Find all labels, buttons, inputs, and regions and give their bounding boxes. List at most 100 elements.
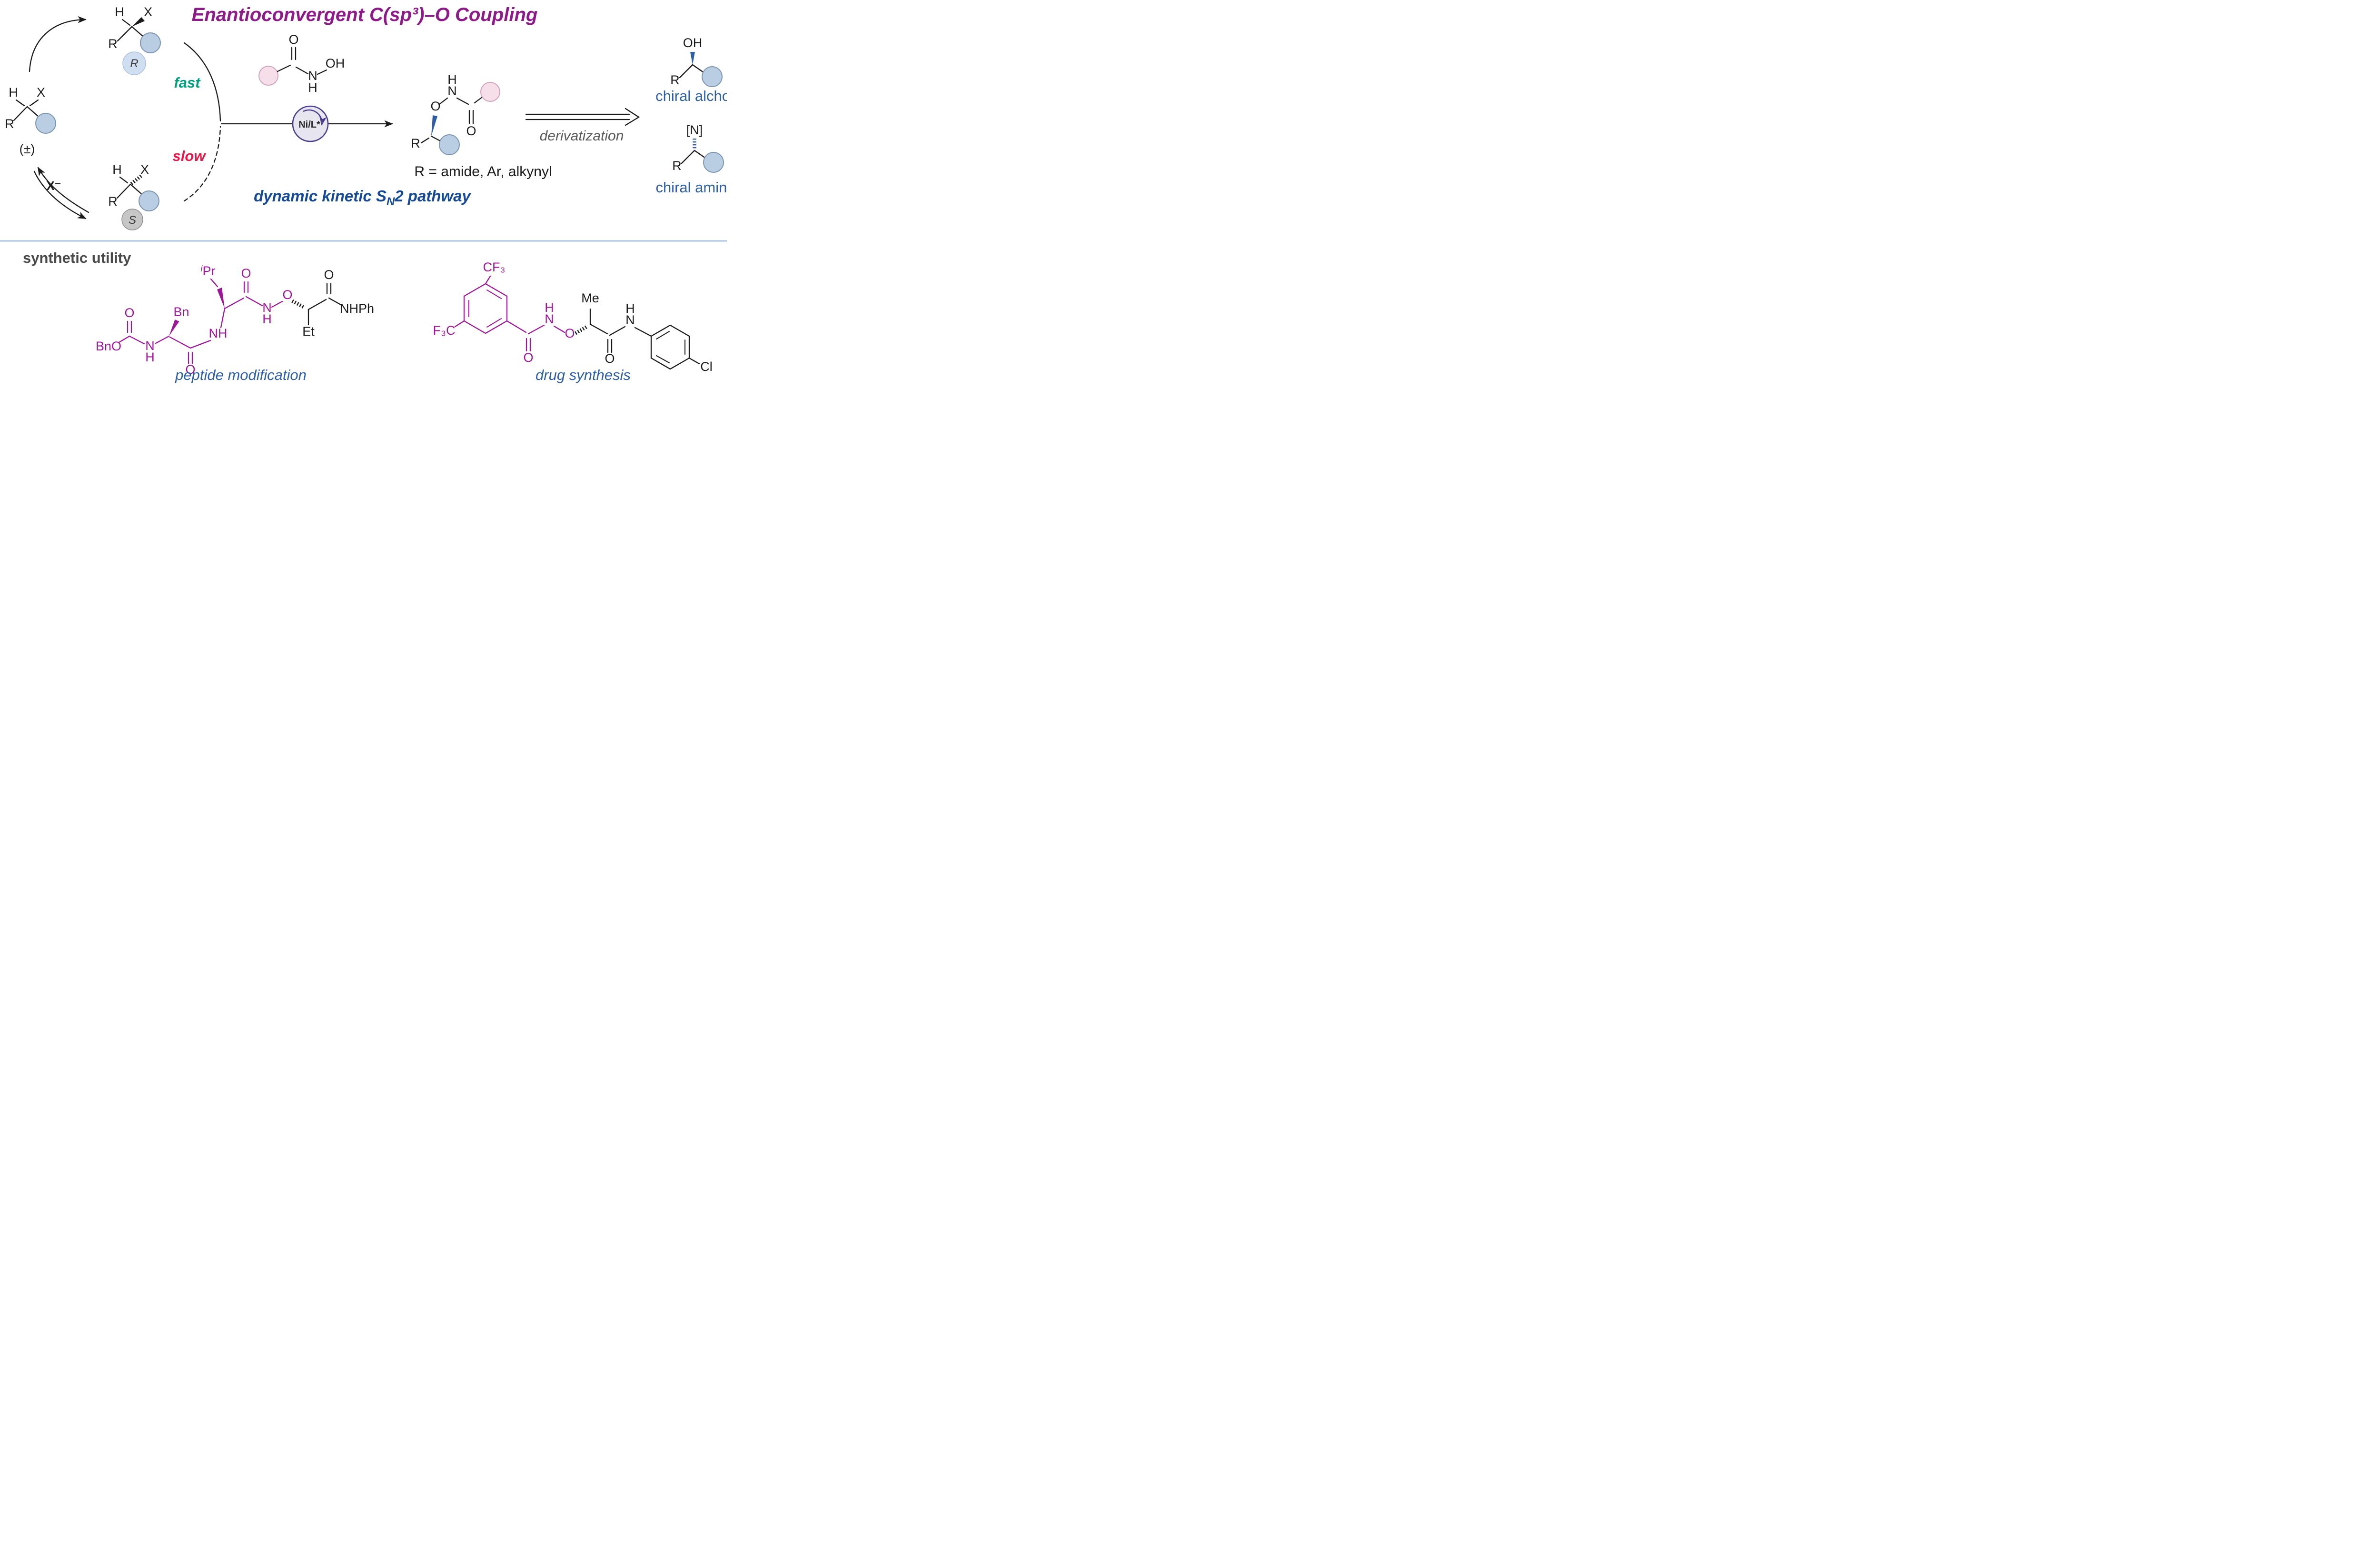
chiral-amine-structure: [N] R chiral amine xyxy=(655,123,727,196)
coupling-product-structure: R O N H O xyxy=(411,72,500,155)
synthetic-utility-section: synthetic utility iPr xyxy=(23,250,713,383)
racemic-substrate-bonds xyxy=(13,99,40,121)
pathway-pre: dynamic kinetic S xyxy=(254,187,387,205)
atom-label-o: O xyxy=(430,99,440,113)
substituent-circle xyxy=(439,134,460,155)
atom-label-n: N xyxy=(447,84,457,98)
drug-bonds-black xyxy=(589,308,700,365)
fast-path-curve xyxy=(183,42,221,122)
enantiomer-r-structure: H X R R xyxy=(108,5,161,75)
atom-label-o: O xyxy=(282,288,292,302)
atom-label-o: O xyxy=(288,32,298,47)
r-scope-text: R = amide, Ar, alkynyl xyxy=(414,164,552,180)
scheme-title: Enantioconvergent C(sp³)–O Coupling xyxy=(192,4,538,25)
r-config-badge xyxy=(122,51,146,75)
atom-label-o: O xyxy=(185,362,195,377)
acyl-circle xyxy=(480,82,500,102)
substituent-circle xyxy=(702,66,723,87)
pathway-post: 2 pathway xyxy=(394,187,471,205)
atom-label-o: O xyxy=(124,306,134,320)
equilibrium-arrow-up xyxy=(37,167,89,213)
equilibrium-arrow-down xyxy=(33,170,87,220)
scheme-svg: H X R R H X R (±) xyxy=(0,4,727,383)
atom-label-r: R xyxy=(411,136,420,150)
substituent-circle xyxy=(703,152,724,173)
atom-label-n: N xyxy=(545,312,554,326)
atom-label-o: O xyxy=(241,266,251,280)
atom-label-h: H xyxy=(447,72,457,87)
derivatization-arrow xyxy=(525,108,640,126)
atom-label-o: O xyxy=(466,124,476,138)
atom-label-oh: OH xyxy=(326,56,345,70)
atom-label-et: Et xyxy=(302,324,315,339)
derivatization-label: derivatization xyxy=(540,128,624,144)
hydroxamic-acid-reagent: O N H OH xyxy=(258,32,345,95)
r-config-label: R xyxy=(130,57,138,70)
synthetic-utility-heading: synthetic utility xyxy=(23,250,131,266)
hash-bond-x xyxy=(130,174,143,185)
atom-label-x: X xyxy=(140,162,149,177)
atom-label-h: H xyxy=(545,300,554,315)
atom-label-h: H xyxy=(262,312,272,326)
substituent-circle xyxy=(140,32,161,53)
atom-label-h: H xyxy=(625,301,635,316)
stereo-hash-o xyxy=(291,299,306,309)
derivatization-arrowhead xyxy=(625,108,640,126)
atom-label-h: H xyxy=(9,85,18,100)
stereo-wedge-oh xyxy=(690,52,695,65)
chiral-amine-label: chiral amine xyxy=(655,179,727,196)
main-reaction: Enantioconvergent C(sp³)–O Coupling O N … xyxy=(192,4,727,208)
enantiomer-s-bonds xyxy=(116,174,143,199)
atom-label-h: H xyxy=(112,162,122,177)
atom-label-n: N xyxy=(262,300,272,315)
atom-label-n: N xyxy=(145,339,155,353)
peptide-bonds-magenta xyxy=(118,278,283,364)
atom-label-h: H xyxy=(115,5,124,19)
acyl-circle xyxy=(258,66,278,86)
atom-label-r: R xyxy=(672,159,682,173)
atom-label-r: R xyxy=(670,73,680,87)
atom-label-oh: OH xyxy=(683,36,703,50)
atom-label-o: O xyxy=(565,326,575,340)
atom-label-r: R xyxy=(5,117,14,131)
amine-bonds xyxy=(681,150,706,164)
benzene-ring-inner-bonds xyxy=(468,289,502,328)
stereo-wedge-o xyxy=(431,115,437,136)
atom-label-bn: Bn xyxy=(173,305,189,319)
ipr-superscript: i xyxy=(201,264,203,273)
chlorophenyl-inner-bonds xyxy=(656,331,685,363)
atom-label-x: X xyxy=(144,5,152,19)
pathway-label: dynamic kinetic SN2 pathway xyxy=(254,187,471,208)
atom-label-me: Me xyxy=(581,291,599,305)
racemic-label: (±) xyxy=(20,142,35,156)
atom-label-ipr: iPr xyxy=(201,264,216,278)
racemization-cycle: H X R R H X R (±) xyxy=(5,5,221,230)
product-bonds xyxy=(420,96,483,144)
chiral-alcohol-label: chiral alchol xyxy=(655,88,727,104)
benzene-ring-biscf3 xyxy=(463,283,508,334)
atom-label-r: R xyxy=(108,37,118,51)
alcohol-bonds xyxy=(679,64,704,79)
wedge-bond-bn xyxy=(169,319,179,336)
wedge-bond-ipr xyxy=(217,288,225,309)
benzene-ring-chlorophenyl xyxy=(650,324,690,370)
drug-structure: CF₃ F₃C O N H O Me O N H xyxy=(433,260,713,383)
racemization-arc-arrow xyxy=(29,16,87,72)
atom-label-n: N xyxy=(625,313,635,327)
atom-label-nhph: NHPh xyxy=(340,301,374,316)
atom-label-r: R xyxy=(108,194,118,209)
drug-caption: drug synthesis xyxy=(536,367,631,383)
atom-label-o: O xyxy=(523,350,533,365)
pathway-sub: N xyxy=(387,195,395,208)
peptide-bonds-black xyxy=(307,282,342,326)
peptide-structure: iPr NH O B xyxy=(96,264,374,383)
atom-label-cl: Cl xyxy=(700,359,713,374)
s-config-label: S xyxy=(129,214,136,227)
atom-label-n-bracket: [N] xyxy=(686,123,703,137)
atom-label-nh: NH xyxy=(209,326,228,340)
atom-label-h: H xyxy=(308,80,317,95)
peptide-caption: peptide modification xyxy=(175,367,307,383)
atom-label-f3c: F₃C xyxy=(433,323,456,338)
atom-label-h: H xyxy=(145,350,155,364)
substituent-circle xyxy=(35,113,56,134)
